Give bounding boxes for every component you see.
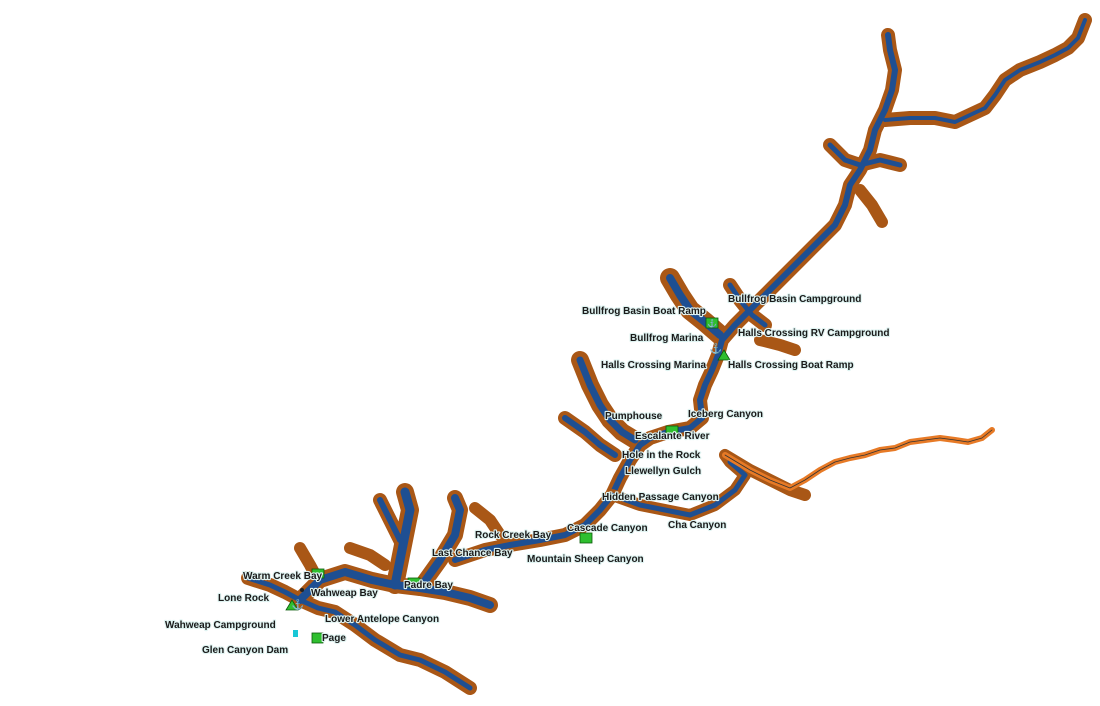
lake-water [245, 18, 1087, 691]
campground-icon[interactable] [311, 568, 325, 579]
label-halls-crossing-rv-campground[interactable]: Halls Crossing RV Campground [737, 327, 891, 340]
dam-icon[interactable] [293, 630, 298, 637]
lone-rock-point[interactable] [300, 588, 304, 592]
label-hidden-passage-canyon[interactable]: Hidden Passage Canyon [601, 491, 720, 504]
svg-text:⚓: ⚓ [710, 342, 722, 355]
label-mountain-sheep-canyon[interactable]: Mountain Sheep Canyon [526, 553, 645, 566]
label-bullfrog-basin-boat-ramp[interactable]: Bullfrog Basin Boat Ramp [581, 305, 707, 318]
label-page[interactable]: Page [321, 632, 348, 645]
map-labels: Bullfrog Basin Campground Bullfrog Basin… [164, 293, 891, 657]
label-padre-bay[interactable]: Padre Bay [403, 579, 455, 592]
label-cascade-canyon[interactable]: Cascade Canyon [566, 522, 649, 535]
label-warm-creek-bay[interactable]: Warm Creek Bay [242, 570, 324, 583]
label-pumphouse[interactable]: Pumphouse [604, 410, 664, 423]
label-hole-in-the-rock[interactable]: Hole in the Rock [621, 449, 702, 462]
label-rock-creek-bay[interactable]: Rock Creek Bay [474, 529, 553, 542]
label-llewellyn-gulch[interactable]: Llewellyn Gulch [624, 465, 702, 478]
label-last-chance-bay[interactable]: Last Chance Bay [431, 547, 514, 560]
label-iceberg-canyon[interactable]: Iceberg Canyon [687, 408, 764, 421]
label-halls-crossing-marina[interactable]: Halls Crossing Marina [600, 359, 708, 372]
label-bullfrog-basin-campground[interactable]: Bullfrog Basin Campground [727, 293, 863, 306]
svg-text:⚓: ⚓ [292, 598, 304, 611]
boat-ramp-icon[interactable] [717, 349, 731, 361]
anchor-icon[interactable]: ⚓ [710, 342, 722, 355]
boat-ramp-icon[interactable] [285, 599, 299, 611]
campground-icon[interactable] [579, 532, 593, 544]
svg-text:⚓: ⚓ [707, 318, 717, 328]
label-lower-antelope-canyon[interactable]: Lower Antelope Canyon [324, 613, 440, 626]
map-markers: ⚓ ⚓ ⚓ [285, 317, 731, 644]
label-escalante-river[interactable]: Escalante River [634, 430, 711, 443]
campground-icon[interactable] [311, 632, 324, 644]
campground-icon[interactable] [407, 577, 421, 588]
label-wahweap-campground[interactable]: Wahweap Campground [164, 619, 277, 632]
label-halls-crossing-boat-ramp[interactable]: Halls Crossing Boat Ramp [727, 359, 855, 372]
san-juan-arm [606, 427, 995, 521]
label-cha-canyon[interactable]: Cha Canyon [667, 519, 728, 532]
label-wahweap-bay[interactable]: Wahweap Bay [310, 587, 380, 600]
campground-icon[interactable]: ⚓ [705, 317, 719, 329]
label-bullfrog-marina[interactable]: Bullfrog Marina [629, 332, 705, 345]
anchor-icon[interactable]: ⚓ [292, 598, 304, 611]
campground-icon[interactable] [665, 425, 679, 436]
label-glen-canyon-dam[interactable]: Glen Canyon Dam [201, 644, 289, 657]
label-lone-rock[interactable]: Lone Rock [217, 592, 271, 605]
